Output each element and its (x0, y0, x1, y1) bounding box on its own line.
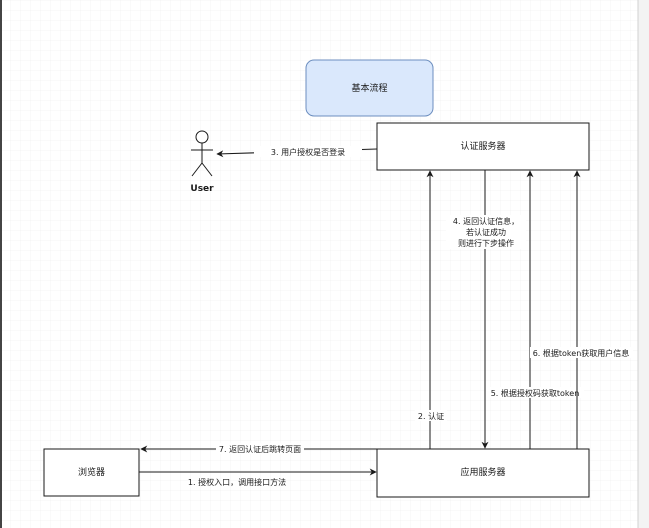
app-server-label: 应用服务器 (460, 466, 505, 478)
user-actor[interactable] (191, 130, 213, 177)
canvas-left-edge (0, 0, 2, 528)
edge-1-label: 1. 授权入口，调用接口方法 (188, 477, 286, 487)
browser-label: 浏览器 (78, 466, 105, 478)
edge-7-label: 7. 返回认证后跳转页面 (219, 444, 301, 454)
browser-node[interactable]: 浏览器 (43, 448, 140, 497)
edge-6-label: 6. 根据token获取用户信息 (533, 348, 630, 358)
edge-4-label-line-2: 若认证成功 (466, 227, 506, 237)
user-actor-head (195, 130, 209, 144)
app-server-node[interactable]: 应用服务器 (376, 448, 590, 498)
auth-server-label: 认证服务器 (460, 140, 505, 152)
title-node[interactable]: 基本流程 (305, 59, 434, 117)
edge-4-label-line-3: 则进行下步操作 (458, 238, 514, 248)
edge-5-label: 5. 根据授权码获取token (491, 388, 580, 398)
edge-2-label: 2. 认证 (418, 411, 444, 421)
user-actor-label: User (190, 184, 214, 194)
edge-3-label: 3. 用户授权是否登录 (271, 147, 345, 157)
title-node-label: 基本流程 (351, 82, 387, 94)
edge-4-label-line-1: 4. 返回认证信息， (453, 216, 519, 226)
canvas-right-edge (638, 0, 649, 528)
auth-server-node[interactable]: 认证服务器 (376, 122, 590, 171)
